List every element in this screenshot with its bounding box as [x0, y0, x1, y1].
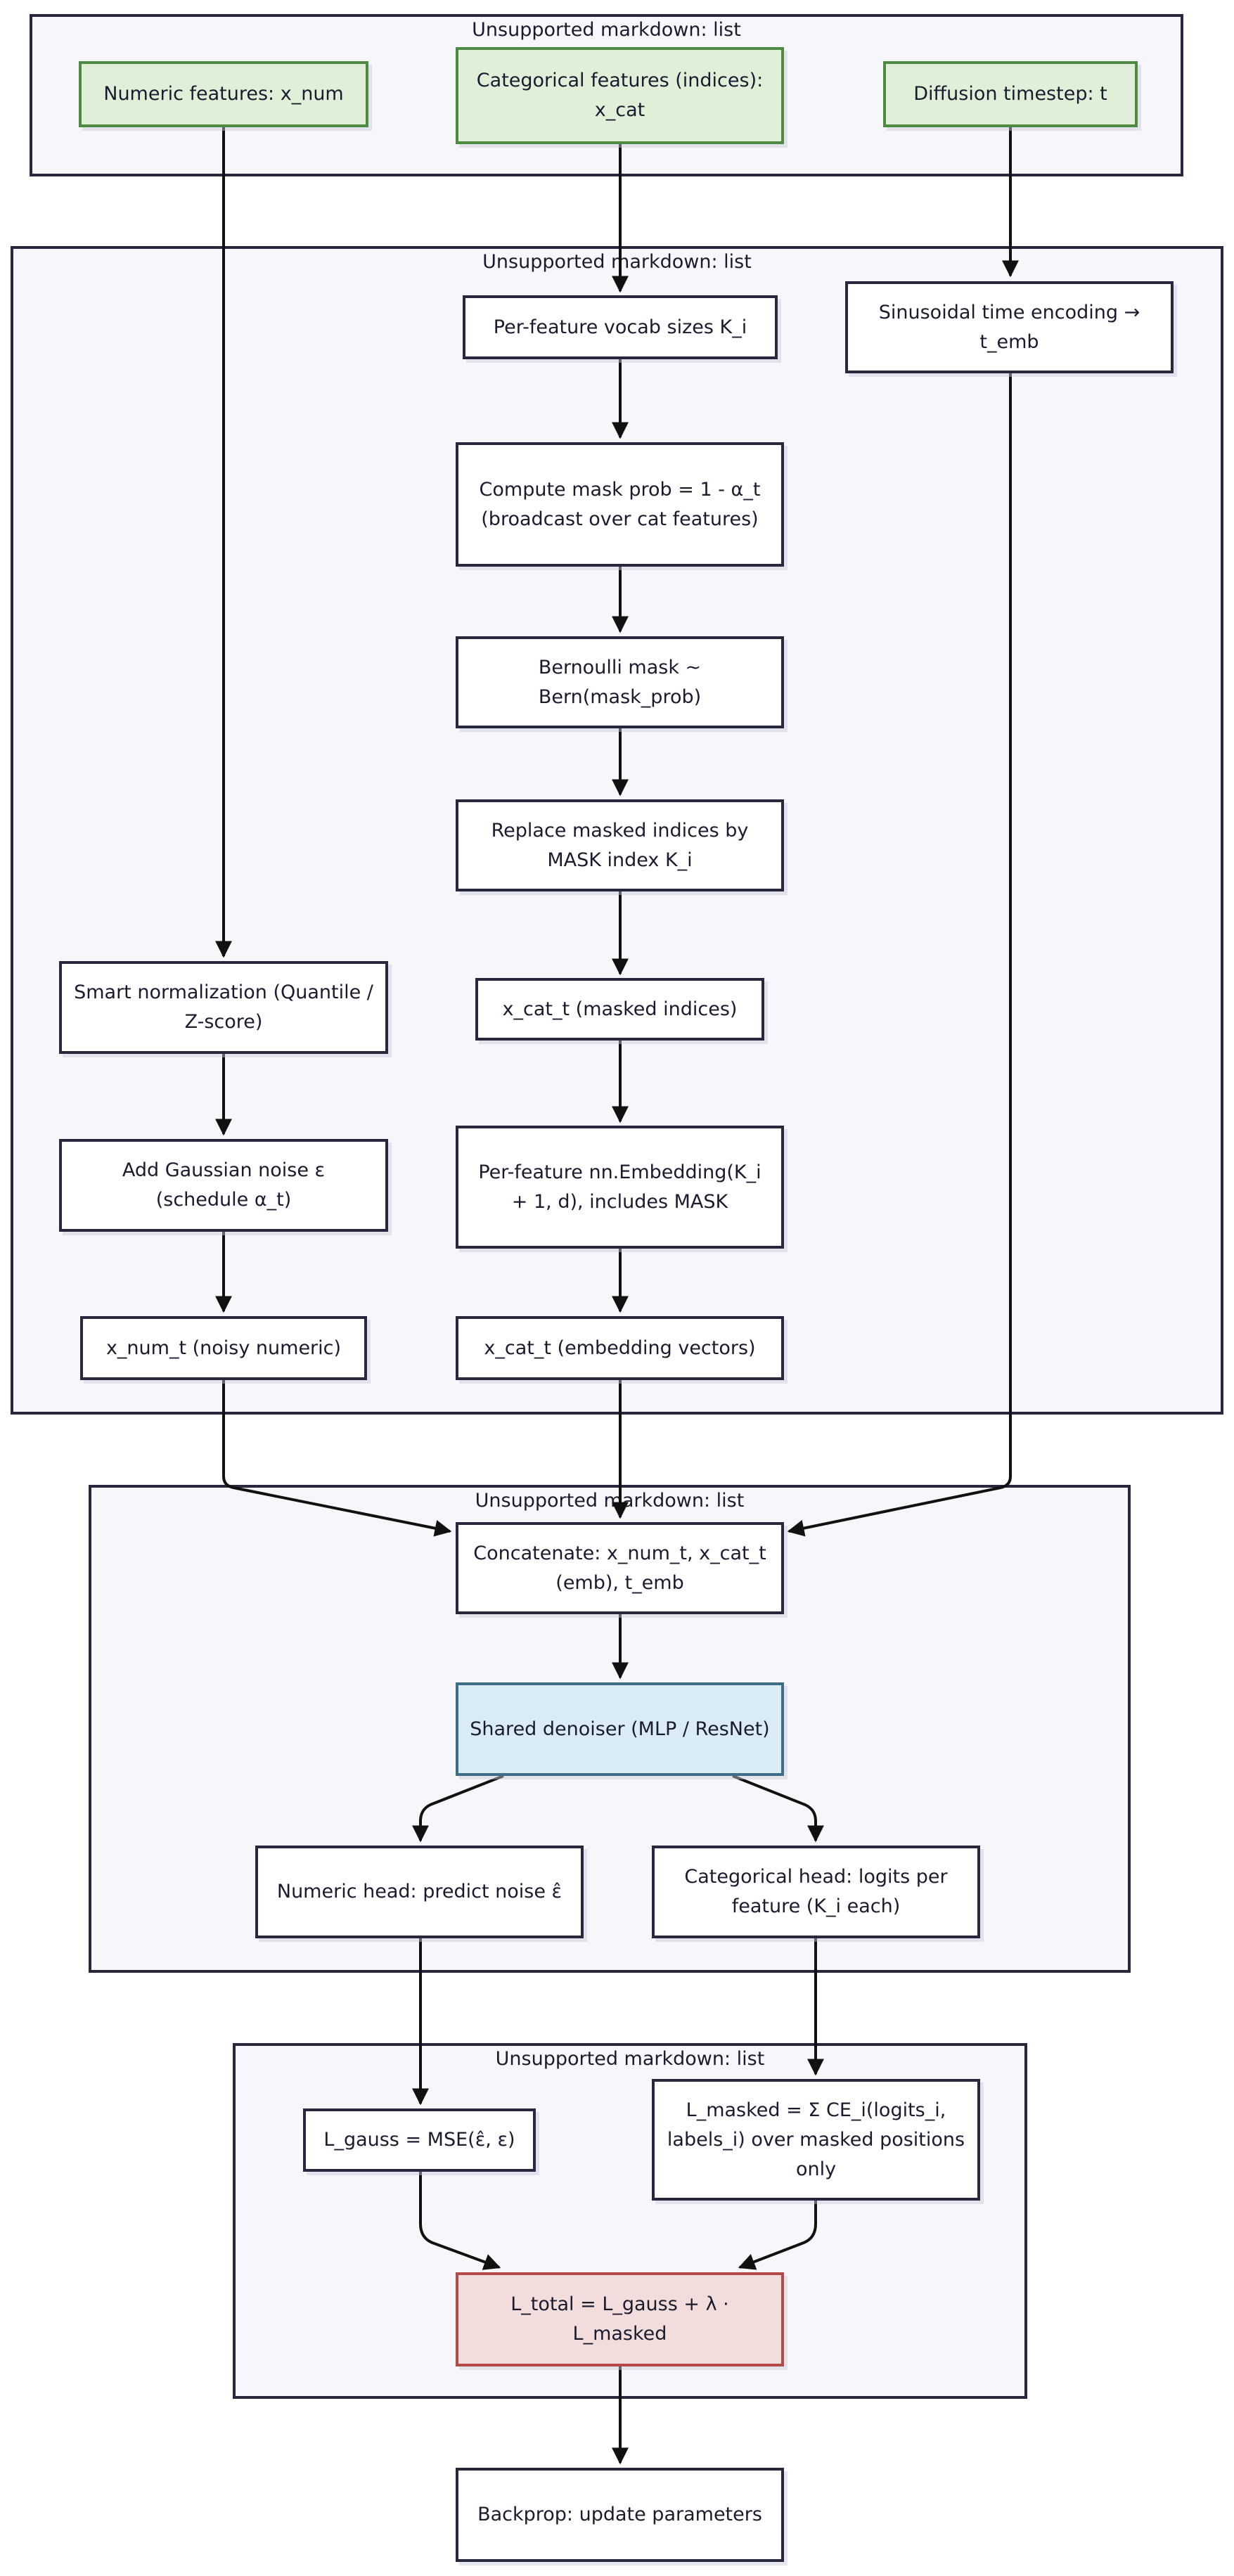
gaussian-noise-text: Add Gaussian noise ε (schedule α_t) [122, 1159, 326, 1211]
edge-timeenc-concat [787, 373, 1012, 1537]
gaussian-noise-node: Add Gaussian noise ε (schedule α_t) [59, 1139, 388, 1232]
embedding-vectors-node: x_cat_t (embedding vectors) [456, 1316, 784, 1380]
noising-cluster-label: Unsupported markdown: list [482, 251, 752, 273]
gauss-loss-node: L_gauss = MSE(ε̂, ε) [303, 2108, 536, 2172]
total-loss-text: L_total = L_gauss + λ · L_masked [510, 2293, 729, 2345]
masked-loss-text: L_masked = Σ CE_i(logits_i, labels_i) ov… [667, 2099, 965, 2180]
embedding-node: Per-feature nn.Embedding(K_i + 1, d), in… [456, 1126, 784, 1249]
embedding-vectors-text: x_cat_t (embedding vectors) [484, 1337, 756, 1359]
edge-xnumt-concat [222, 1380, 452, 1537]
vocab-sizes-node: Per-feature vocab sizes K_i [463, 295, 778, 359]
losses-cluster-label: Unsupported markdown: list [495, 2048, 765, 2070]
shared-denoiser-node: Shared denoiser (MLP / ResNet) [456, 1682, 784, 1776]
shared-denoiser-text: Shared denoiser (MLP / ResNet) [470, 1718, 770, 1740]
mask-prob-node: Compute mask prob = 1 - α_t (broadcast o… [456, 442, 784, 567]
edge-lmasked-ltotal [738, 2201, 817, 2270]
model-cluster-label: Unsupported markdown: list [475, 1490, 745, 1512]
gauss-loss-text: L_gauss = MSE(ε̂, ε) [323, 2129, 515, 2151]
edge-lgauss-ltotal [419, 2172, 501, 2270]
diffusion-timestep-text: Diffusion timestep: t [913, 83, 1107, 105]
categorical-head-node: Categorical head: logits per feature (K_… [652, 1846, 980, 1938]
categorical-head-text: Categorical head: logits per feature (K_… [684, 1866, 948, 1917]
noisy-numeric-text: x_num_t (noisy numeric) [105, 1337, 342, 1359]
backprop-node: Backprop: update parameters [456, 2468, 784, 2562]
vocab-sizes-text: Per-feature vocab sizes K_i [493, 316, 747, 338]
smart-normalization-text: Smart normalization (Quantile / Z-score) [74, 981, 373, 1033]
concatenate-text: Concatenate: x_num_t, x_cat_t (emb), t_e… [473, 1542, 766, 1594]
inputs-cluster-label: Unsupported markdown: list [472, 19, 741, 41]
masked-loss-node: L_masked = Σ CE_i(logits_i, labels_i) ov… [652, 2079, 980, 2201]
numeric-features-node: Numeric features: x_num [79, 61, 368, 127]
noisy-numeric-node: x_num_t (noisy numeric) [80, 1316, 367, 1380]
categorical-features-node: Categorical features (indices): x_cat [456, 47, 784, 144]
numeric-head-node: Numeric head: predict noise ε̂ [255, 1846, 584, 1938]
diffusion-timestep-node: Diffusion timestep: t [883, 61, 1138, 127]
categorical-features-text: Categorical features (indices): x_cat [476, 70, 764, 121]
bernoulli-mask-text: Bernoulli mask ~ Bern(mask_prob) [538, 656, 702, 708]
masked-indices-node: x_cat_t (masked indices) [475, 978, 764, 1041]
numeric-features-text: Numeric features: x_num [103, 83, 344, 105]
replace-masked-node: Replace masked indices by MASK index K_i [456, 799, 784, 891]
smart-normalization-node: Smart normalization (Quantile / Z-score) [59, 961, 388, 1054]
time-encoding-node: Sinusoidal time encoding → t_emb [845, 281, 1174, 373]
backprop-text: Backprop: update parameters [477, 2504, 762, 2525]
masked-indices-text: x_cat_t (masked indices) [502, 998, 738, 1020]
edge-denoiser-numhead [412, 1775, 504, 1843]
mask-prob-text: Compute mask prob = 1 - α_t (broadcast o… [479, 478, 761, 530]
concatenate-node: Concatenate: x_num_t, x_cat_t (emb), t_e… [456, 1522, 784, 1614]
replace-masked-text: Replace masked indices by MASK index K_i [491, 819, 749, 871]
total-loss-node: L_total = L_gauss + λ · L_masked [456, 2272, 784, 2366]
time-encoding-text: Sinusoidal time encoding → t_emb [878, 301, 1140, 353]
numeric-head-text: Numeric head: predict noise ε̂ [276, 1881, 563, 1902]
edge-denoiser-cathead [732, 1775, 824, 1843]
bernoulli-mask-node: Bernoulli mask ~ Bern(mask_prob) [456, 636, 784, 728]
embedding-text: Per-feature nn.Embedding(K_i + 1, d), in… [478, 1161, 761, 1213]
